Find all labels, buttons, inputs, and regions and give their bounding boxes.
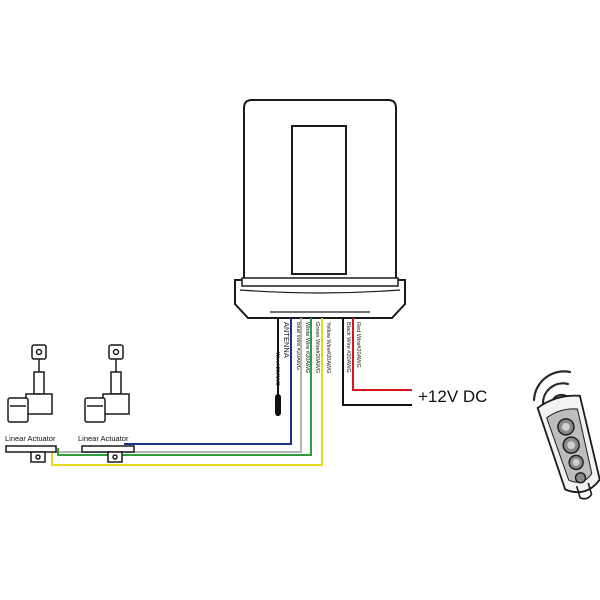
red-wire: [352, 318, 412, 391]
linear-actuator-left: [5, 344, 57, 463]
remote-control-icon: [536, 394, 600, 500]
wires: [51, 318, 412, 466]
white-wire-label: White Wire #20AWG: [304, 322, 310, 373]
yellow-wire: [51, 318, 323, 466]
controller-box: [234, 99, 406, 319]
antenna-wire: [275, 318, 281, 416]
actuator-left-label: Linear Actuator: [5, 434, 56, 443]
linear-actuator-right: [81, 344, 135, 463]
black-wire: [342, 318, 412, 406]
controller-label-window: [291, 125, 347, 275]
antenna-title-label: ANTENNA: [282, 322, 291, 358]
power-label: +12V DC: [418, 387, 487, 406]
yellow-wire-label: Yellow Wire#20AWG: [325, 322, 331, 374]
green-wire-label: Green Wire#20AWG: [314, 322, 320, 373]
blue-wire: [124, 318, 292, 445]
red-wire-label: Red Wire#20AWG: [355, 322, 361, 368]
actuator-right-label: Linear Actuator: [78, 434, 129, 443]
black-wire-label: Black Wire #20AWG: [345, 322, 351, 373]
wire-labels: ANTENNA Wire#20AWG Blue Wire #20AWG Whit…: [274, 322, 361, 386]
green-wire: [57, 318, 312, 456]
remote-button-4[interactable]: [574, 472, 587, 484]
blue-wire-label: Blue Wire #20AWG: [295, 322, 301, 370]
